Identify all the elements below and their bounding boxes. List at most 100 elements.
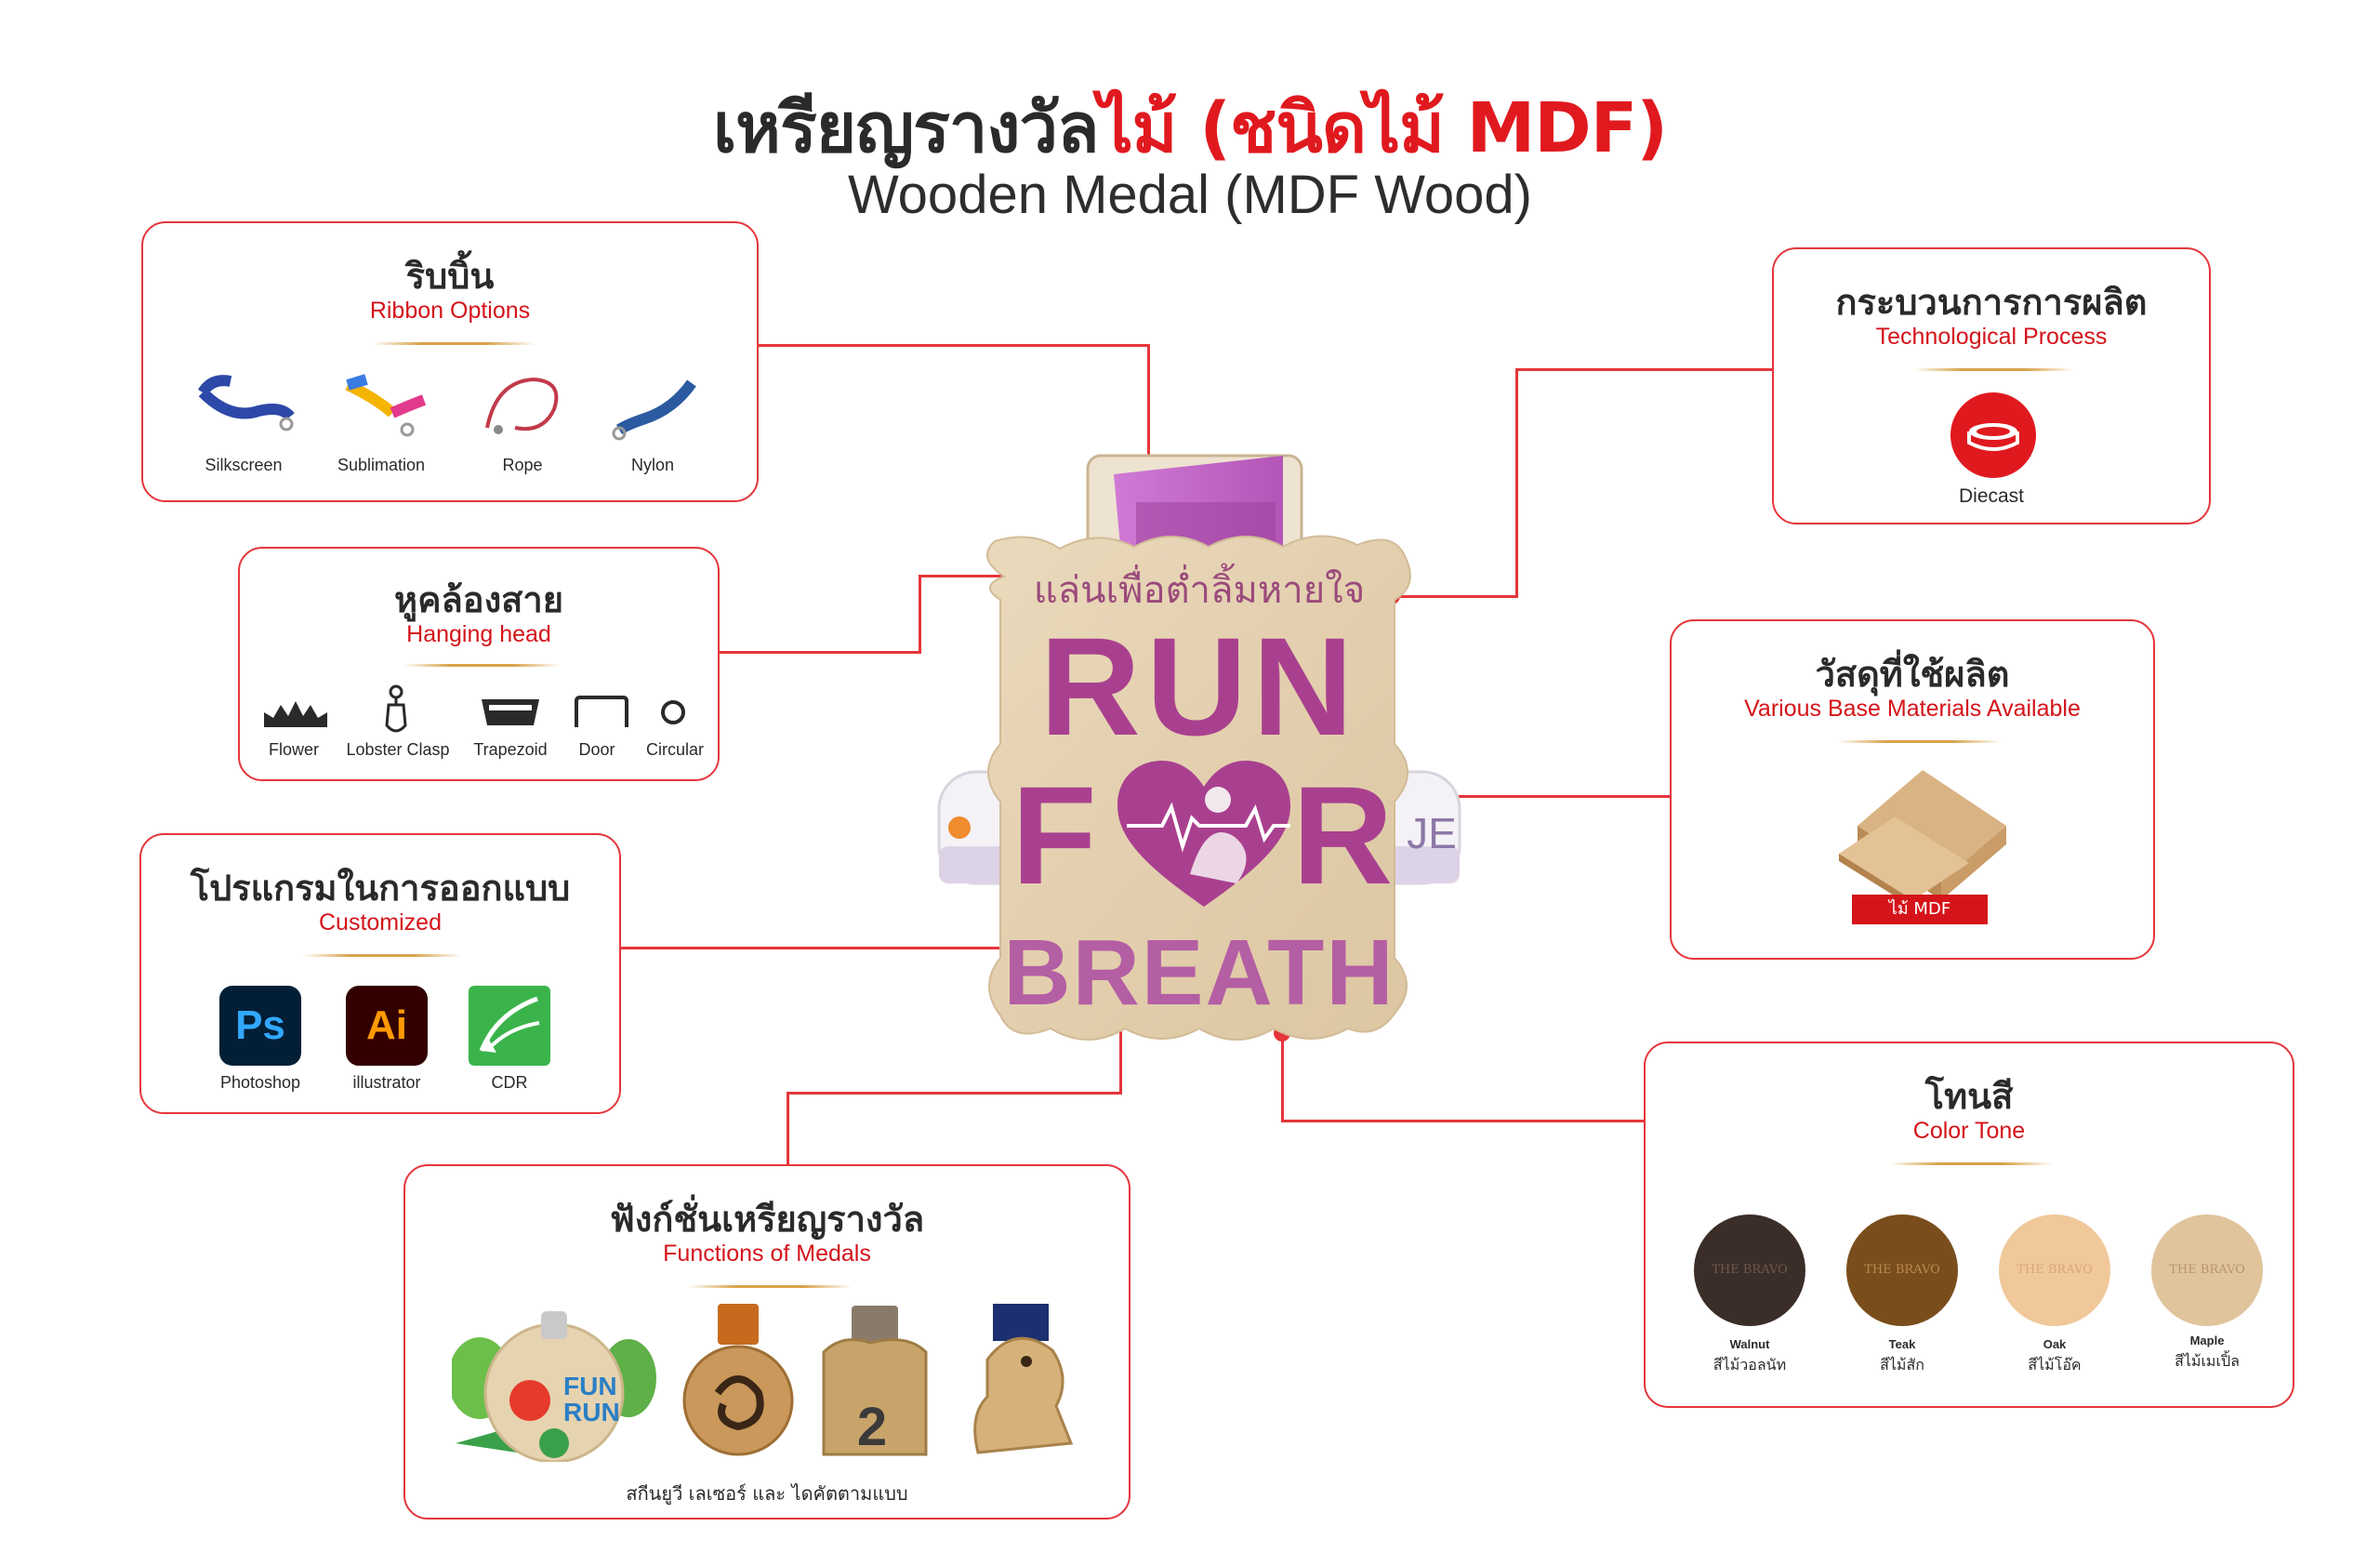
customized-card: โปรแกรมในการออกแบบ Customized Ps Ai Phot…	[139, 833, 621, 1114]
connector-line	[919, 575, 921, 654]
coreldraw-icon	[469, 986, 550, 1066]
nylon-ribbon-icon	[612, 379, 696, 441]
tone-label-teak-th: สีไม้สัก	[1880, 1356, 1924, 1374]
teak-swatch	[1846, 1214, 1958, 1326]
sample-medal-dino	[973, 1304, 1074, 1454]
process-card: กระบวนการการผลิต Technological Process D…	[1772, 247, 2211, 524]
hanging-label-trapezoid: Trapezoid	[473, 740, 548, 759]
connector-line	[1515, 368, 1518, 597]
medal-f-letter: F	[1012, 757, 1097, 913]
card-title-english: Color Tone	[1912, 1118, 2026, 1144]
hanging-label-lobster-clasp: Lobster Clasp	[346, 740, 450, 759]
software-label-cdr: CDR	[491, 1073, 528, 1092]
mdf-boards-image	[1839, 770, 2006, 908]
illustrator-icon: Ai	[346, 986, 428, 1066]
diecast-icon	[1950, 392, 2036, 478]
page-subtitle: Wooden Medal (MDF Wood)	[847, 165, 1533, 225]
mdf-tag: ไม้ MDF	[1852, 895, 1988, 924]
process-label-diecast: Diecast	[1958, 485, 2025, 507]
ribbon-side-text: JE	[1407, 809, 1457, 857]
hanging-label-circular: Circular	[645, 740, 704, 759]
number-text: 2	[857, 1397, 887, 1457]
connector-line	[1391, 595, 1518, 598]
card-title-english: Technological Process	[1875, 324, 2108, 350]
run-text: RUN	[563, 1398, 620, 1427]
flower-icon	[264, 701, 327, 727]
wooden-medal-image: แล่นเพื่อต่ำลิ้มหายใจ RUN F R BREATH JE	[937, 454, 1461, 1041]
sample-medal-fun-run: FUN RUN	[452, 1311, 656, 1462]
connector-line	[1119, 1010, 1122, 1095]
oak-swatch	[1999, 1214, 2110, 1326]
trapezoid-icon	[482, 699, 539, 725]
door-icon	[575, 696, 628, 727]
fun-text: FUN	[563, 1372, 617, 1400]
card-title-english: Functions of Medals	[663, 1241, 871, 1267]
card-title-english: Ribbon Options	[369, 298, 531, 324]
connector-line	[1408, 795, 1672, 798]
swatch-logo-text: THE BRAVO	[2169, 1263, 2245, 1277]
swatch-logo-text: THE BRAVO	[2016, 1263, 2093, 1277]
tone-label-walnut-en: Walnut	[1729, 1337, 1770, 1351]
medal-breath-text: BREATH	[1003, 921, 1395, 1025]
card-title-thai: โปรแกรมในการออกแบบ	[190, 868, 571, 909]
sublimation-ribbon-icon	[345, 374, 427, 437]
medal-r-letter: R	[1292, 757, 1393, 913]
medal-top-text: แล่นเพื่อต่ำลิ้มหายใจ	[1034, 563, 1365, 612]
connector-line	[1281, 1120, 1647, 1122]
tone-label-oak-th: สีไม้โอ๊ค	[2028, 1356, 2082, 1374]
ribbon-options-card: ริบบิ้น Ribbon Options Silkscreen Sublim…	[141, 221, 759, 502]
connector-line	[617, 947, 1008, 949]
card-title-english: Various Base Materials Available	[1744, 696, 2081, 722]
walnut-swatch	[1694, 1214, 1805, 1326]
swatch-logo-text: THE BRAVO	[1864, 1263, 1940, 1277]
sample-medal-laser	[682, 1304, 794, 1456]
functions-card: ฟังก์ชั่นเหรียญรางวัล Functions of Medal…	[403, 1164, 1130, 1520]
materials-card: วัสดุที่ใช้ผลิต Various Base Materials A…	[1670, 619, 2155, 960]
tone-label-oak-en: Oak	[2043, 1337, 2067, 1351]
gold-divider	[372, 342, 536, 345]
tone-label-maple-en: Maple	[2189, 1334, 2225, 1347]
gold-divider	[1889, 1162, 2053, 1165]
circular-icon	[661, 700, 685, 724]
photoshop-icon: Ps	[219, 986, 301, 1066]
ribbon-label-silkscreen: Silkscreen	[205, 456, 283, 474]
color-tone-card: โทนสี Color Tone THE BRAVO THE BRAVO THE…	[1644, 1042, 2294, 1408]
connector-line	[1281, 1032, 1284, 1121]
gold-divider	[303, 954, 461, 957]
page-title: เหรียญรางวัลไม้ (ชนิดไม้ MDF)	[0, 73, 2380, 182]
gold-divider	[403, 664, 560, 667]
lobster-clasp-icon	[385, 684, 407, 733]
tone-label-walnut-th: สีไม้วอลนัท	[1712, 1356, 1787, 1374]
software-label-illustrator: illustrator	[352, 1073, 421, 1092]
card-title-thai: ริบบิ้น	[405, 256, 495, 297]
software-label-photoshop: Photoshop	[219, 1073, 301, 1092]
silkscreen-ribbon-icon	[197, 375, 295, 431]
hanging-label-flower: Flower	[268, 740, 319, 759]
ribbon-label-nylon: Nylon	[630, 456, 675, 474]
card-title-thai: วัสดุที่ใช้ผลิต	[1815, 654, 2010, 695]
title-thai-red: ไม้ (ชนิดไม้ MDF)	[1098, 88, 1668, 168]
tone-label-maple-th: สีไม้เมเปิ้ล	[2175, 1352, 2240, 1370]
hanging-label-door: Door	[578, 740, 615, 759]
gold-divider	[688, 1285, 852, 1288]
card-title-thai: กระบวนการการผลิต	[1835, 282, 2148, 323]
card-title-english: Customized	[319, 909, 442, 936]
card-title-english: Hanging head	[406, 621, 551, 647]
connector-line	[716, 651, 920, 654]
medal-run-text: RUN	[1040, 608, 1359, 764]
sample-medal-number: 2	[822, 1306, 928, 1457]
connector-line	[1147, 344, 1150, 480]
ribbon-label-rope: Rope	[502, 456, 543, 474]
swatch-logo-text: THE BRAVO	[1712, 1263, 1788, 1277]
connector-line	[755, 344, 1149, 347]
connector-line	[1517, 368, 1776, 371]
title-thai: เหรียญรางวัล	[712, 88, 1100, 168]
maple-swatch	[2151, 1214, 2263, 1326]
tone-label-teak-en: Teak	[1888, 1337, 1916, 1351]
card-title-thai: ฟังก์ชั่นเหรียญรางวัล	[609, 1199, 925, 1240]
heart-icon	[1117, 761, 1290, 907]
gold-divider	[1837, 740, 2001, 743]
rope-ribbon-icon	[485, 377, 559, 434]
connector-line	[787, 1092, 789, 1164]
card-title-thai: หูคล้องสาย	[394, 579, 563, 620]
